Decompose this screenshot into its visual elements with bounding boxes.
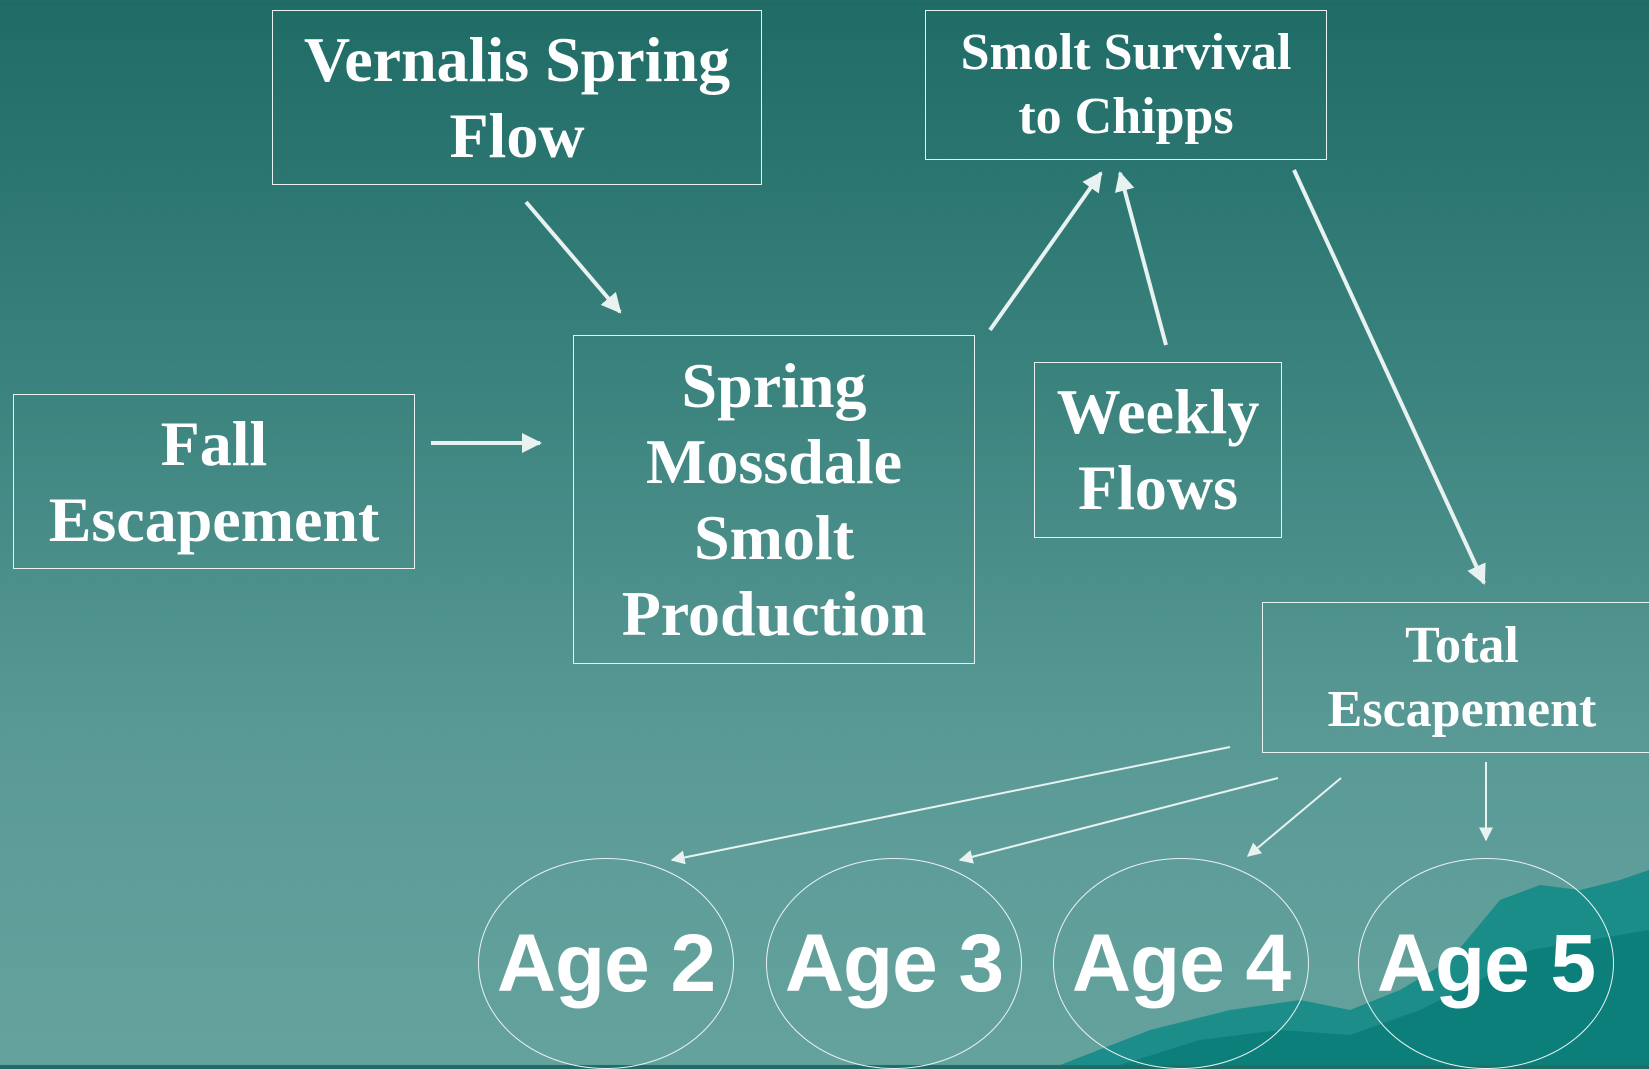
arrow-total-to-age-4	[1246, 777, 1342, 857]
arrow-vernalis-to-spring	[524, 200, 622, 314]
vernalis-spring-flow-box: Vernalis Spring Flow	[272, 10, 762, 185]
spring-mossdale-smolt-production-box: Spring Mossdale Smolt Production	[573, 335, 975, 664]
fall-line-1: Fall	[160, 407, 268, 479]
total-escapement-box: Total Escapement	[1262, 602, 1649, 753]
total-line-2: Escapement	[1327, 680, 1597, 738]
spring-line-2: Mossdale	[646, 425, 902, 497]
vernalis-line-2: Flow	[449, 99, 585, 171]
arrow-spring-to-smolt-survival	[988, 171, 1103, 332]
smolt-survival-line-1: Smolt Survival	[960, 24, 1292, 81]
spring-line-3: Smolt	[694, 501, 854, 573]
spring-line-4: Production	[621, 577, 927, 649]
arrow-smolt-survival-to-total	[1292, 169, 1486, 585]
arrow-total-to-age-2	[670, 746, 1231, 865]
weekly-flows-box: Weekly Flows	[1034, 362, 1282, 538]
weekly-line-1: Weekly	[1056, 376, 1260, 447]
age-5-ellipse: Age 5	[1358, 858, 1614, 1069]
spring-line-1: Spring	[681, 349, 867, 421]
arrow-total-to-age-3	[958, 777, 1279, 864]
weekly-line-2: Flows	[1078, 452, 1238, 523]
age-4-ellipse: Age 4	[1053, 858, 1309, 1069]
smolt-survival-box: Smolt Survival to Chipps	[925, 10, 1327, 160]
age-2-ellipse: Age 2	[478, 858, 734, 1069]
arrow-weekly-to-smolt-survival	[1114, 171, 1168, 346]
fall-escapement-box: Fall Escapement	[13, 394, 415, 569]
smolt-survival-line-2: to Chipps	[1018, 88, 1234, 145]
age-3-ellipse: Age 3	[766, 858, 1022, 1069]
vernalis-line-1: Vernalis Spring	[303, 23, 731, 95]
fall-line-2: Escapement	[48, 483, 380, 555]
total-line-1: Total	[1405, 616, 1519, 674]
